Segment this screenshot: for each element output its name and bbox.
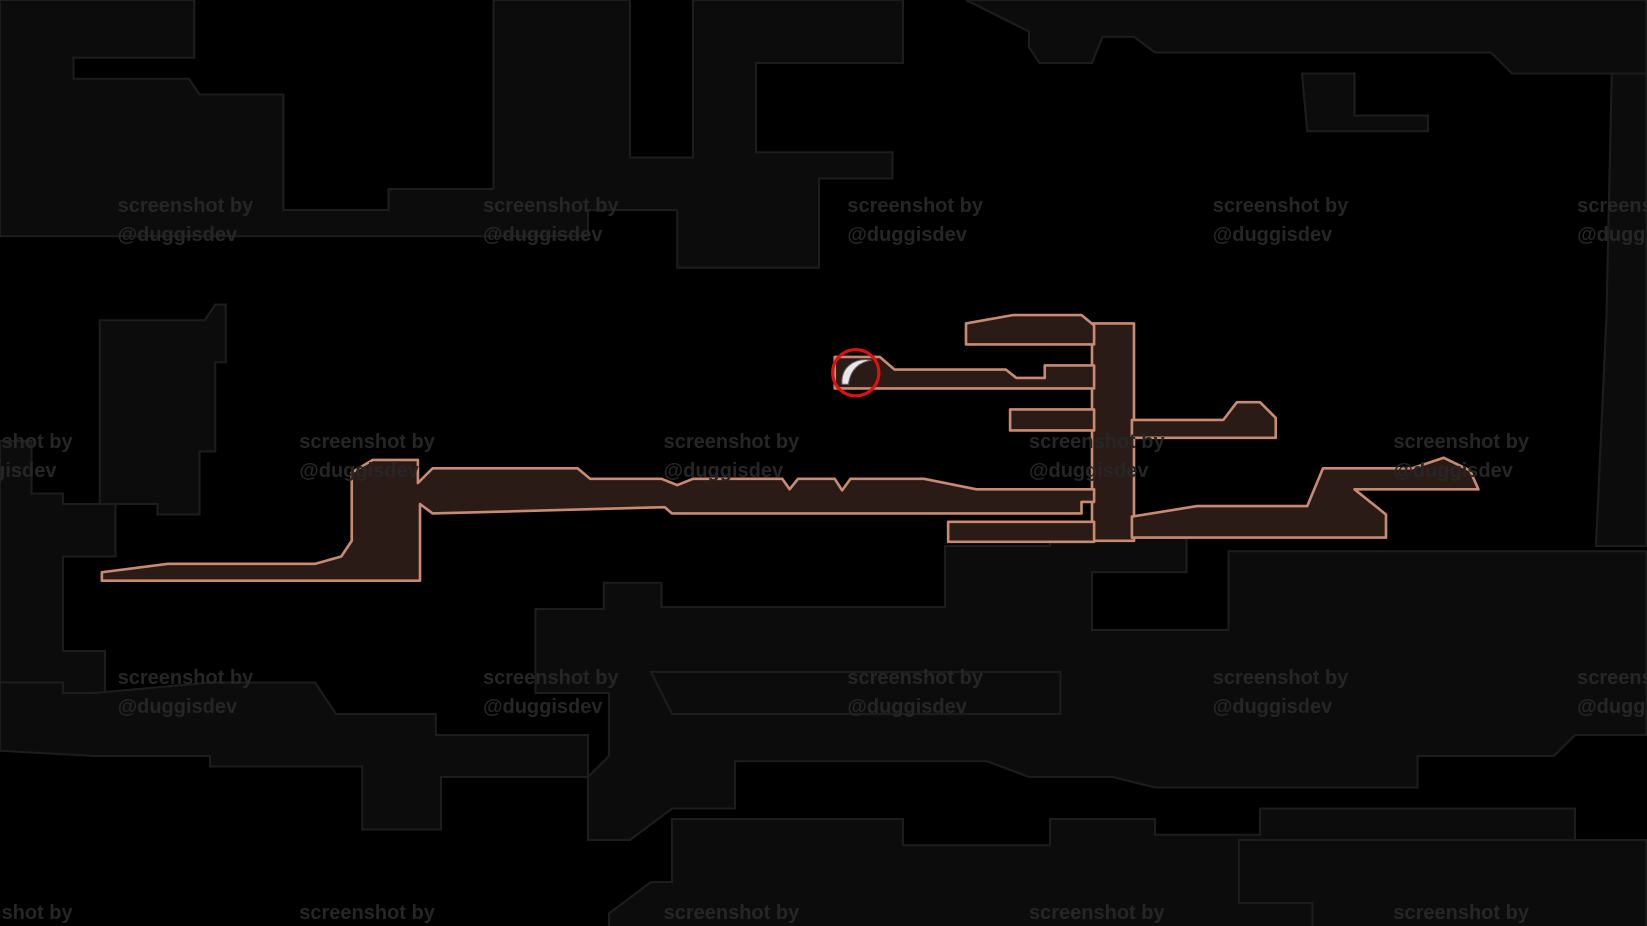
area-right-corridor-left — [1008, 408, 1096, 432]
area-mid-left — [98, 303, 227, 516]
marker-ring — [831, 348, 881, 398]
area-bottom-branch — [946, 520, 1096, 544]
area-main-corridor — [100, 458, 1096, 582]
area-marker-corridor — [833, 355, 1096, 390]
player-marker[interactable] — [831, 348, 881, 398]
area-bottom-center — [534, 534, 1647, 842]
area-bottom-left — [0, 681, 590, 831]
crescent-needle-icon — [841, 359, 872, 385]
area-top-right-pillar — [1594, 72, 1647, 548]
area-top-left — [0, 0, 905, 269]
area-top-room — [964, 313, 1096, 346]
area-bottom-inner — [649, 670, 1062, 716]
area-top-mid-hanging — [1300, 72, 1430, 133]
area-bottom-right — [1237, 838, 1647, 926]
area-right-corridor-upper — [1130, 400, 1278, 440]
area-right-corridor-lower — [1130, 456, 1480, 539]
explored-areas — [100, 313, 1480, 582]
area-top-right — [965, 0, 1647, 75]
area-vertical-shaft — [1090, 322, 1136, 543]
